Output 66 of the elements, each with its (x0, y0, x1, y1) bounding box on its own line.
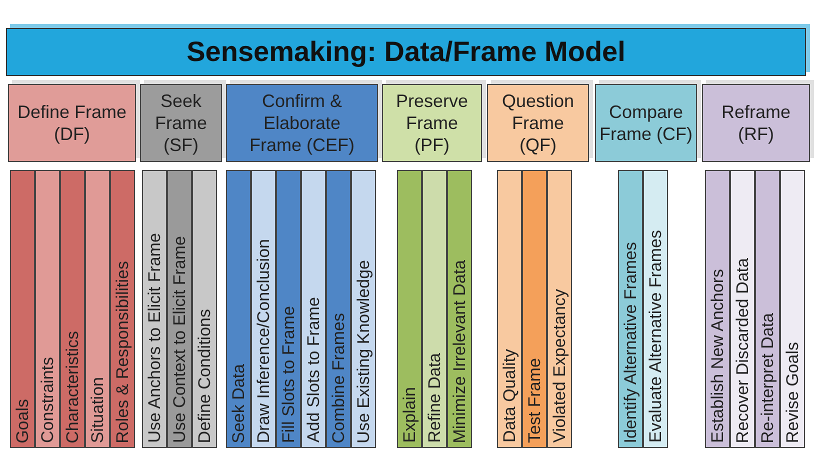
column-bar (85, 170, 110, 448)
column-bar (142, 170, 167, 448)
category-label: Reframe (RF) (720, 101, 792, 145)
column-bar (497, 170, 522, 448)
column-bar (35, 170, 60, 448)
column-bar (780, 170, 805, 448)
category-box (226, 84, 378, 162)
bar-label: Establish New Anchors (708, 269, 728, 443)
bar-label: Evaluate Alternative Frames (646, 230, 666, 443)
column-bar (10, 170, 35, 448)
column-bar (730, 170, 755, 448)
category-label: Seek Frame (SF) (154, 90, 208, 156)
bar-label: Constraints (38, 357, 58, 443)
column-bar (755, 170, 780, 448)
column-bar (547, 170, 572, 448)
column-bar (397, 170, 422, 448)
category-box (8, 84, 136, 162)
category-label: Question Frame (QF) (500, 90, 576, 156)
column-bar (110, 170, 135, 448)
bar-label: Situation (88, 376, 108, 443)
bar-label: Minimize Irrelevant Data (450, 260, 470, 443)
bar-label: Use Existing Knowledge (354, 260, 374, 443)
column-bar (705, 170, 730, 448)
category-box (140, 84, 222, 162)
bar-label: Refine Data (424, 353, 444, 443)
bar-label: Test Frame (524, 358, 544, 443)
column-bar (422, 170, 447, 448)
category-label: Define Frame (DF) (17, 101, 127, 145)
bar-label: Seek Data (228, 364, 248, 443)
column-bar (643, 170, 668, 448)
category-label: Preserve Frame (PF) (394, 90, 470, 156)
bar-label: Combine Frames (328, 312, 348, 443)
bar-label: Draw Inference/Conclusion (254, 238, 274, 443)
column-bar (167, 170, 192, 448)
column-bar (618, 170, 643, 448)
bar-label: Explain (400, 387, 420, 443)
bar-label: Identify Alternative Frames (620, 242, 640, 443)
category-label: Confirm & Elaborate Frame (CEF) (248, 90, 356, 156)
column-bar (60, 170, 85, 448)
column-bar (226, 170, 251, 448)
category-box (595, 84, 697, 162)
bar-label: Use Anchors to Elicit Frame (144, 233, 164, 443)
column-bar (192, 170, 217, 448)
category-box (487, 84, 589, 162)
column-bar (447, 170, 472, 448)
category-box (382, 84, 482, 162)
category-label: Compare Frame (CF) (598, 101, 694, 145)
bar-label: Recover Discarded Data (732, 258, 752, 443)
bar-label: Add Slots to Frame (304, 297, 324, 443)
bar-label: Violated Expectancy (550, 289, 570, 443)
column-bar (351, 170, 376, 448)
bar-label: Define Conditions (194, 308, 214, 443)
column-bar (301, 170, 326, 448)
column-bar (522, 170, 547, 448)
column-bar (326, 170, 351, 448)
bar-label: Roles & Responsibilities (112, 260, 132, 443)
bar-label: Data Quality (500, 349, 520, 443)
bar-label: Use Context to Elicit Frame (170, 236, 190, 443)
bar-label: Fill Slots to Frame (278, 306, 298, 443)
column-bar (276, 170, 301, 448)
bar-label: Characteristics (62, 330, 82, 443)
bar-label: Revise Goals (782, 342, 802, 443)
bar-label: Goals (12, 398, 32, 443)
column-bar (251, 170, 276, 448)
category-box (702, 84, 810, 162)
bar-label: Re-interpret Data (758, 312, 778, 443)
